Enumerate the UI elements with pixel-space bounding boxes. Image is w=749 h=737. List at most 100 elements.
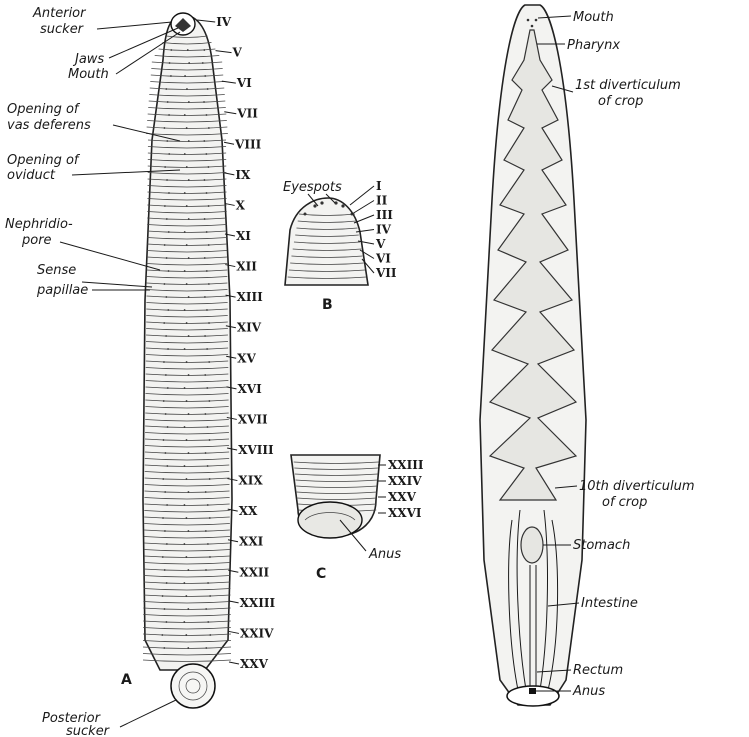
segment-numeral: XXIII: [388, 458, 424, 472]
label-vas-deferens: vas deferens: [7, 118, 91, 133]
segment-numeral: XXV: [388, 490, 417, 504]
sense-papilla-dot: [206, 387, 208, 389]
sense-papilla-dot: [163, 361, 165, 363]
sense-papilla-dot: [208, 166, 210, 168]
sense-papilla-dot: [188, 491, 190, 493]
sense-papilla-dot: [188, 218, 190, 220]
sense-papilla-dot: [163, 400, 165, 402]
sense-papilla-dot: [167, 101, 169, 103]
label-posterior-sucker: sucker: [66, 724, 111, 737]
segment-numeral: XXIV: [240, 626, 274, 640]
label-stomach: Stomach: [573, 538, 630, 553]
sense-papilla-dot: [169, 62, 171, 64]
stomach-shape: [521, 527, 543, 563]
sense-papilla-dot: [208, 400, 210, 402]
sense-papilla-dot: [186, 439, 188, 441]
sense-papilla-dot: [185, 556, 187, 558]
segment-numeral: I: [376, 179, 382, 193]
sense-papilla-dot: [204, 75, 206, 77]
sense-papilla-dot: [206, 192, 208, 194]
segment-numeral: XVII: [238, 412, 268, 426]
segment-numeral: XXIII: [240, 596, 276, 610]
sense-papilla-dot: [166, 621, 168, 623]
sense-papilla-dot: [184, 348, 186, 350]
segment-numeral: XXII: [239, 565, 269, 579]
label-oviduct: oviduct: [7, 168, 56, 183]
sense-papilla-dot: [207, 621, 209, 623]
sense-papilla-dot: [184, 153, 186, 155]
sense-papilla-dot: [207, 88, 209, 90]
sense-papilla-dot: [204, 179, 206, 181]
segment-pointer: [354, 215, 374, 223]
sense-papilla-dot: [206, 348, 208, 350]
segment-numeral: XXIV: [388, 474, 422, 488]
sense-papilla-dot: [205, 491, 207, 493]
label-intestine: Intestine: [581, 596, 638, 611]
sense-papilla-dot: [187, 49, 189, 51]
sense-papilla-dot: [185, 634, 187, 636]
sense-papilla-dot: [186, 517, 188, 519]
sense-papilla-dot: [186, 205, 188, 207]
label-first-diverticulum: 1st diverticulum: [575, 78, 681, 93]
segment-numeral: XV: [237, 351, 256, 365]
sense-papilla-dot: [184, 231, 186, 233]
segment-numeral: XIX: [238, 474, 263, 488]
segment-numeral: VI: [236, 76, 252, 90]
segment-numeral: XIV: [237, 321, 262, 335]
label-anterior-sucker: sucker: [40, 22, 85, 37]
sense-papilla-dot: [165, 452, 167, 454]
sense-papilla-dot: [183, 543, 185, 545]
segment-numeral: XX: [239, 504, 258, 518]
sense-papilla-dot: [207, 465, 209, 467]
sense-papilla-dot: [167, 309, 169, 311]
sense-papilla-dot: [204, 296, 206, 298]
label-anus-c: Anus: [368, 547, 401, 562]
label-vas-deferens: Opening of: [7, 102, 81, 117]
segment-numeral: XII: [236, 260, 257, 274]
sense-papilla-dot: [184, 387, 186, 389]
sense-papilla-dot: [185, 595, 187, 597]
sense-papilla-dot: [162, 478, 164, 480]
sense-papilla-dot: [166, 465, 168, 467]
segment-numeral: XVI: [237, 382, 262, 396]
sense-papilla-dot: [186, 88, 188, 90]
sense-papilla-dot: [184, 192, 186, 194]
sense-papilla-dot: [209, 517, 211, 519]
sense-papilla-dot: [164, 569, 166, 571]
sense-papilla-dot: [167, 348, 169, 350]
segment-numeral: V: [232, 46, 243, 60]
sense-papilla-dot: [209, 439, 211, 441]
posterior-sucker-c: [298, 502, 362, 538]
label-mouth: Mouth: [68, 67, 109, 82]
segment-pointer: [224, 142, 234, 144]
sense-papilla-dot: [184, 426, 186, 428]
sense-papilla-dot: [206, 114, 208, 116]
figure-d-digestive-tract: Mouth Pharynx 1st diverticulum of crop 1…: [480, 5, 695, 706]
sense-papilla-dot: [165, 88, 167, 90]
sense-papilla-dot: [209, 478, 211, 480]
sense-papilla-dot: [168, 270, 170, 272]
sense-papilla-dot: [188, 374, 190, 376]
sense-papilla-dot: [162, 595, 164, 597]
sense-papilla-dot: [186, 166, 188, 168]
sense-papilla-dot: [163, 439, 165, 441]
segment-numeral: VI: [375, 252, 391, 266]
segment-numeral: II: [376, 194, 388, 208]
sense-papilla-dot: [203, 140, 205, 142]
sense-papilla-dot: [205, 530, 207, 532]
sense-papilla-dot: [204, 335, 206, 337]
sense-papilla-dot: [163, 647, 165, 649]
sense-papilla-dot: [184, 504, 186, 506]
sense-papilla-dot: [187, 569, 189, 571]
segment-numeral: VII: [236, 107, 258, 121]
label-nephridiopore: Nephridio-: [5, 217, 73, 232]
label-rectum: Rectum: [573, 663, 623, 678]
sense-papilla-dot: [165, 296, 167, 298]
sense-papilla-dot: [162, 517, 164, 519]
segment-numeral: XXVI: [388, 506, 422, 520]
sense-papilla-dot: [203, 101, 205, 103]
sense-papilla-dot: [166, 504, 168, 506]
sense-papilla-dot: [203, 49, 205, 51]
sense-papilla-dot: [162, 556, 164, 558]
